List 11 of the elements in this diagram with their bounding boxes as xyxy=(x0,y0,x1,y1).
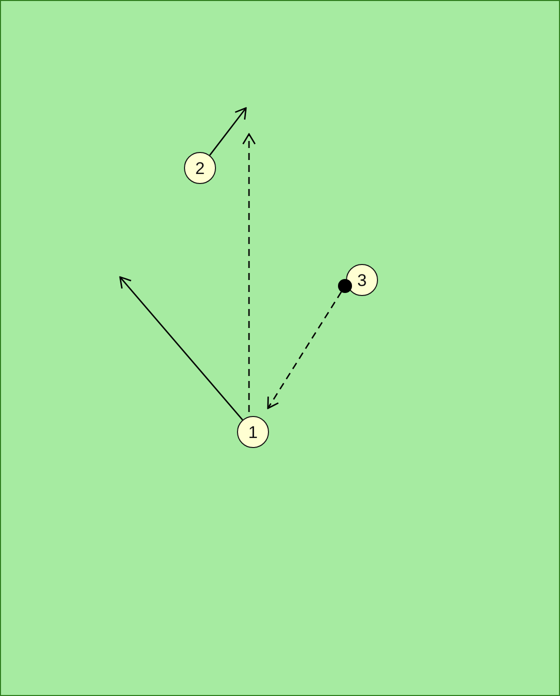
player-number: 3 xyxy=(357,272,367,288)
player-number: 2 xyxy=(195,160,205,176)
arrow xyxy=(119,276,244,420)
player-circle xyxy=(237,416,269,448)
arrow xyxy=(209,107,247,156)
player-number: 1 xyxy=(248,424,258,440)
dashed-arrow xyxy=(242,133,256,412)
player-circle xyxy=(184,152,216,184)
dashed-arrow xyxy=(267,292,342,409)
ball-icon xyxy=(338,279,352,293)
player-circle xyxy=(346,264,378,296)
